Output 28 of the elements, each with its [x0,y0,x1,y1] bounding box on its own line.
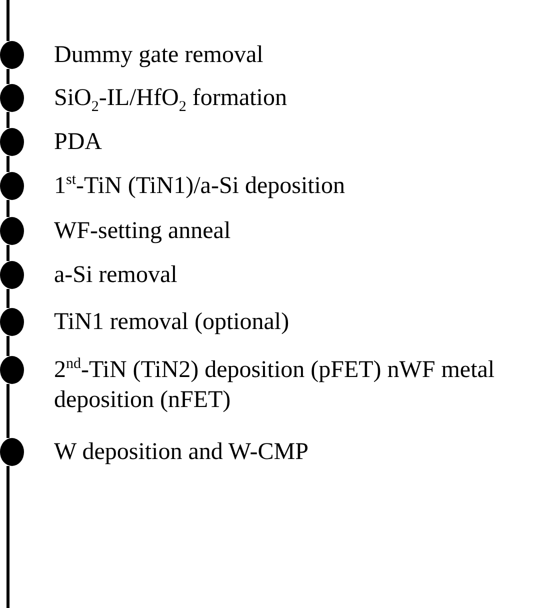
step-label: 2$^{nd}$-TiN (TiN2) deposition (pFET) nWF metal deposition (nFET) [54,355,496,415]
timeline-line [6,466,10,608]
circle-marker [0,172,24,200]
step-label: 1$^{st}$-TiN (TiN1)/a-Si deposition [54,171,346,201]
circle-marker [0,128,24,156]
step-label: WF-setting anneal [54,217,232,246]
timeline-line [6,69,10,84]
timeline-line [6,200,10,217]
timeline-line [6,0,10,41]
circle-marker [0,261,24,289]
circle-marker [0,308,24,336]
timeline-line [6,336,10,356]
step-label: Dummy gate removal [54,41,264,70]
circle-marker [0,356,24,384]
step-label: TiN1 removal (optional) [54,308,290,337]
step-label: W deposition and W-CMP [54,438,310,467]
timeline-line [6,245,10,261]
circle-marker [0,217,24,245]
step-label: a-Si removal [54,261,178,290]
circle-marker [0,41,24,69]
step-label: PDA [54,128,104,157]
timeline-line [6,112,10,128]
timeline-line [6,156,10,172]
circle-marker [0,84,24,112]
step-label: SiO$_{2}$-IL/HfO$_{2}$ formation [54,84,288,113]
timeline-line [6,384,10,438]
circle-marker [0,438,24,466]
timeline-line [6,289,10,308]
